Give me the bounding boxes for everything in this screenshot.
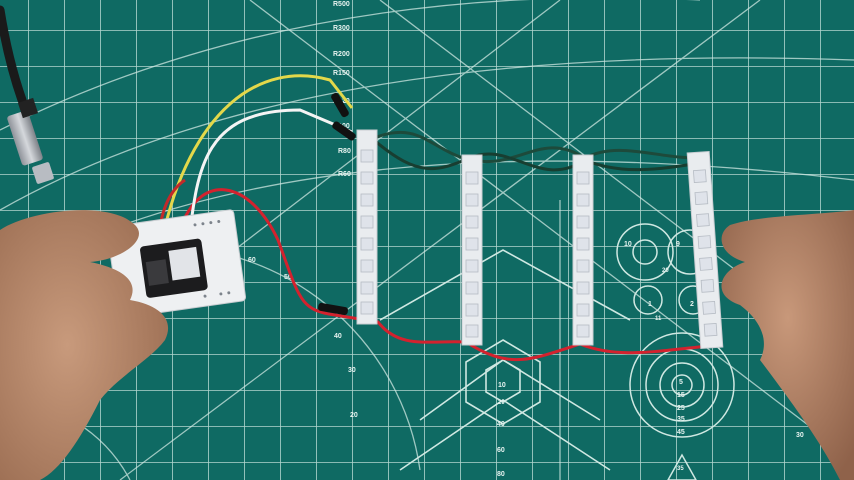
right-hand <box>721 210 854 480</box>
svg-text:45: 45 <box>677 429 685 436</box>
svg-text:30: 30 <box>348 367 356 374</box>
svg-text:60: 60 <box>497 447 505 454</box>
svg-text:R200: R200 <box>333 51 350 58</box>
svg-text:40: 40 <box>334 333 342 340</box>
usb-c-cable <box>0 5 54 184</box>
svg-text:80: 80 <box>497 471 505 478</box>
svg-text:R150: R150 <box>333 70 350 77</box>
svg-text:60: 60 <box>248 257 256 264</box>
power-wire-red <box>178 188 721 362</box>
svg-text:R80: R80 <box>338 148 351 155</box>
svg-text:30: 30 <box>796 432 804 439</box>
svg-text:40: 40 <box>497 421 505 428</box>
mini-breadboard <box>106 209 247 319</box>
svg-text:10: 10 <box>498 382 506 389</box>
svg-text:25: 25 <box>677 405 685 412</box>
svg-text:20: 20 <box>350 412 358 419</box>
svg-text:R60: R60 <box>338 171 351 178</box>
svg-text:R500: R500 <box>333 1 350 8</box>
svg-text:20: 20 <box>498 400 505 406</box>
svg-text:35: 35 <box>677 416 685 423</box>
svg-text:35: 35 <box>677 466 684 472</box>
svg-text:50: 50 <box>284 274 292 281</box>
led-strips <box>356 129 724 350</box>
svg-text:11: 11 <box>655 316 662 322</box>
svg-text:15: 15 <box>677 392 685 399</box>
wire-yellow <box>160 74 354 241</box>
svg-text:1: 1 <box>648 301 652 308</box>
left-hand <box>0 210 169 480</box>
svg-text:R300: R300 <box>333 25 350 32</box>
jumper-plugs <box>318 92 356 316</box>
data-wires <box>372 130 707 172</box>
svg-text:10: 10 <box>624 241 632 248</box>
svg-text:9: 9 <box>676 241 680 248</box>
svg-text:20: 20 <box>662 268 669 274</box>
svg-text:5: 5 <box>679 379 683 386</box>
svg-text:2: 2 <box>690 301 694 308</box>
circle-targets <box>616 223 735 480</box>
